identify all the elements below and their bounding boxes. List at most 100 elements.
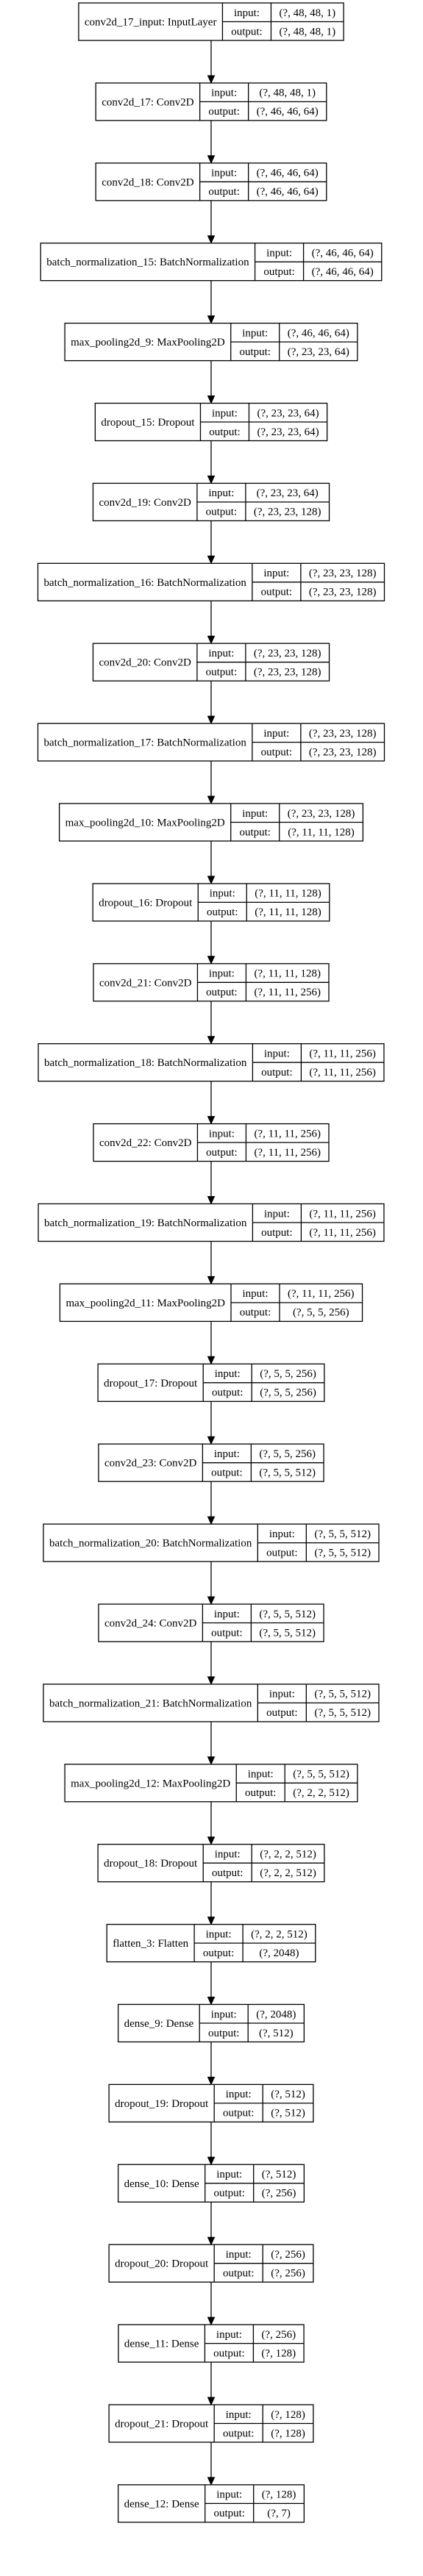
- input-shape: (?, 5, 5, 512): [314, 1528, 371, 1540]
- input-shape: (?, 48, 48, 1): [259, 87, 316, 99]
- edge-arrow: [207, 2122, 216, 2166]
- input-shape: (?, 128): [262, 2489, 296, 2501]
- edge-arrow: [207, 280, 216, 324]
- output-shape: (?, 2048): [259, 1947, 299, 1959]
- edge-arrow: [207, 360, 216, 404]
- output-shape: (?, 23, 23, 128): [309, 746, 377, 758]
- output-label: output:: [203, 1947, 235, 1959]
- layer-name: max_pooling2d_12: MaxPooling2D: [71, 1778, 230, 1789]
- input-shape: (?, 11, 11, 256): [309, 1208, 376, 1220]
- edge-arrow: [207, 841, 216, 885]
- edge-arrow: [207, 1481, 216, 1525]
- output-label: output:: [223, 2427, 255, 2439]
- edge-arrow: [207, 601, 216, 645]
- output-label: output:: [261, 746, 293, 758]
- edge-arrow: [207, 1081, 216, 1125]
- input-label: input:: [209, 1128, 235, 1139]
- layer-node: max_pooling2d_10: MaxPooling2Dinput:outp…: [58, 803, 364, 842]
- edge-arrow: [207, 1001, 216, 1045]
- input-shape: (?, 11, 11, 128): [254, 968, 321, 980]
- output-shape: (?, 7): [267, 2508, 291, 2519]
- input-label: input:: [226, 2089, 252, 2100]
- input-shape: (?, 128): [271, 2409, 305, 2421]
- output-label: output:: [223, 2267, 255, 2279]
- output-label: output:: [208, 106, 240, 118]
- edge-arrow: [207, 1321, 216, 1365]
- edge-arrow: [207, 2202, 216, 2246]
- output-shape: (?, 128): [271, 2427, 305, 2439]
- edge-arrow: [207, 1642, 216, 1686]
- input-shape: (?, 23, 23, 128): [309, 728, 377, 740]
- layer-name: max_pooling2d_9: MaxPooling2D: [71, 337, 225, 348]
- layer-node: batch_normalization_18: BatchNormalizati…: [38, 1043, 385, 1082]
- output-label: output:: [240, 1307, 271, 1319]
- output-shape: (?, 5, 5, 256): [260, 1387, 316, 1399]
- layer-name: dropout_21: Dropout: [115, 2419, 209, 2430]
- output-shape: (?, 256): [262, 2188, 296, 2200]
- layer-name: dense_11: Dense: [124, 2339, 199, 2350]
- input-shape: (?, 23, 23, 128): [254, 648, 321, 659]
- output-shape: (?, 11, 11, 256): [254, 987, 321, 998]
- edge-arrow: [207, 440, 216, 484]
- edge-arrow: [207, 1801, 216, 1845]
- layer-name: batch_normalization_17: BatchNormalizati…: [44, 737, 247, 749]
- input-label: input:: [242, 1288, 268, 1300]
- layer-node: batch_normalization_17: BatchNormalizati…: [37, 723, 385, 762]
- layer-name: dropout_20: Dropout: [115, 2258, 209, 2270]
- output-shape: (?, 5, 5, 512): [259, 1627, 316, 1639]
- output-label: output:: [208, 186, 240, 198]
- layer-name: dropout_19: Dropout: [115, 2098, 209, 2110]
- edge-arrow: [207, 1161, 216, 1205]
- output-shape: (?, 23, 23, 128): [309, 587, 377, 598]
- edge-arrow: [207, 520, 216, 565]
- layer-node: batch_normalization_21: BatchNormalizati…: [43, 1684, 380, 1722]
- input-label: input:: [214, 1609, 240, 1620]
- output-shape: (?, 23, 23, 128): [254, 507, 321, 518]
- input-shape: (?, 5, 5, 512): [293, 1769, 349, 1781]
- input-label: input:: [266, 247, 292, 259]
- input-label: input:: [208, 487, 234, 499]
- input-label: input:: [212, 407, 238, 419]
- input-label: input:: [208, 648, 234, 659]
- input-label: input:: [210, 888, 235, 900]
- edge-arrow: [207, 1961, 216, 2006]
- edge-arrow: [207, 1241, 216, 1285]
- input-label: input:: [216, 2169, 242, 2180]
- output-shape: (?, 512): [271, 2108, 305, 2119]
- layer-node: batch_normalization_15: BatchNormalizati…: [40, 243, 383, 282]
- input-label: input:: [242, 327, 268, 339]
- input-shape: (?, 23, 23, 64): [257, 487, 319, 499]
- output-label: output:: [245, 1787, 277, 1799]
- layer-node: batch_normalization_16: BatchNormalizati…: [37, 562, 385, 601]
- output-shape: (?, 11, 11, 128): [288, 826, 355, 838]
- layer-name: dense_9: Dense: [124, 2018, 194, 2030]
- input-label: input:: [206, 1928, 232, 1940]
- layer-name: dropout_16: Dropout: [99, 897, 193, 909]
- input-shape: (?, 11, 11, 256): [309, 1048, 376, 1059]
- output-shape: (?, 5, 5, 512): [259, 1467, 316, 1478]
- layer-node: max_pooling2d_11: MaxPooling2Dinput:outp…: [59, 1283, 363, 1323]
- output-label: output:: [206, 666, 238, 678]
- output-shape: (?, 11, 11, 256): [309, 1227, 376, 1239]
- input-shape: (?, 23, 23, 64): [257, 407, 319, 419]
- output-label: output:: [213, 2508, 245, 2519]
- layer-name: conv2d_18: Conv2D: [102, 176, 194, 188]
- layer-name: dropout_15: Dropout: [101, 417, 195, 429]
- input-shape: (?, 46, 46, 64): [257, 168, 319, 179]
- layer-node: max_pooling2d_12: MaxPooling2Dinput:outp…: [64, 1764, 358, 1803]
- output-shape: (?, 11, 11, 128): [255, 906, 321, 918]
- output-shape: (?, 5, 5, 256): [293, 1307, 349, 1319]
- output-label: output:: [212, 1867, 244, 1879]
- input-shape: (?, 48, 48, 1): [279, 7, 335, 19]
- layer-name: batch_normalization_18: BatchNormalizati…: [44, 1057, 247, 1069]
